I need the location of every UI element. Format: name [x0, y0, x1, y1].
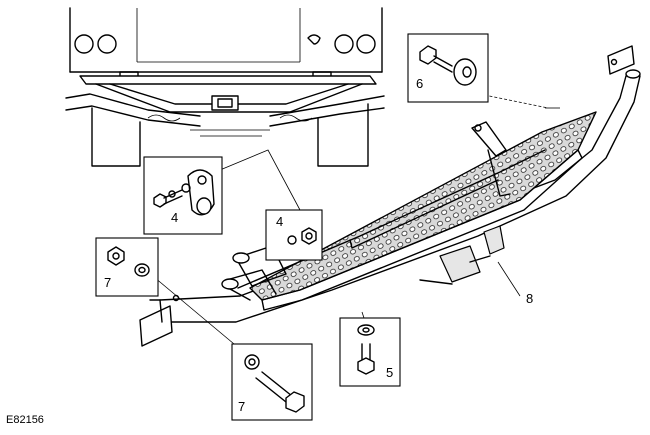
- inset-part-4-nut: [265, 209, 323, 261]
- inset-part-7-lower: [231, 343, 313, 421]
- inset-part-5: [339, 317, 401, 387]
- callout-7-lower: 7: [238, 399, 245, 414]
- rear-step-bumper: [139, 45, 641, 347]
- inset-part-4-plate: [143, 156, 223, 235]
- inset-part-7-upper: [95, 237, 159, 297]
- inset-part-6: [407, 33, 489, 103]
- vehicle-rear-outline: [65, 7, 385, 167]
- callout-6: 6: [416, 76, 423, 91]
- callout-8: 8: [526, 291, 533, 306]
- callout-4-plate: 4: [171, 210, 178, 225]
- callout-5: 5: [386, 365, 393, 380]
- callout-7-upper: 7: [104, 275, 111, 290]
- figure-code: E82156: [6, 414, 44, 426]
- callout-4-nut: 4: [276, 214, 283, 229]
